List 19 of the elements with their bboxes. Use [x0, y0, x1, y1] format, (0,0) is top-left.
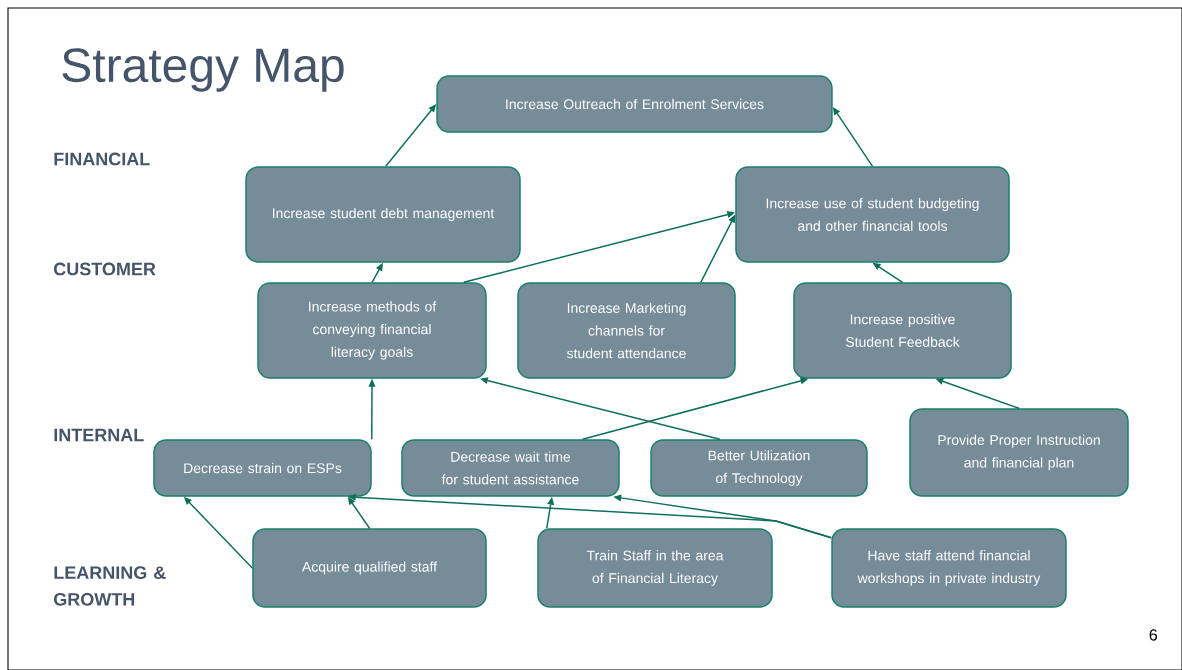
objective-box: Increase Marketing channels for student attendance — [517, 282, 736, 379]
level-label: CUSTOMER — [54, 262, 156, 276]
objective-box: Train Staff in the area of Financial Literacy — [537, 528, 773, 608]
objective-box: Decrease strain on ESPs — [153, 439, 372, 497]
objective-box: Provide Proper Instruction and financial plan — [909, 408, 1129, 497]
level-label: FINANCIAL — [54, 152, 150, 166]
objective-box: Have staff attend financial workshops in private industry — [831, 528, 1067, 608]
objective-box: Increase positive Student Feedback — [793, 282, 1012, 379]
objective-box: Acquire qualified staff — [252, 528, 487, 608]
level-label: LEARNING & GROWTH — [54, 566, 166, 606]
objective-box: Increase student debt management — [245, 166, 521, 263]
page-number: 6 — [1149, 629, 1158, 641]
objective-box: Increase use of student budgeting and other financial tools — [735, 166, 1010, 263]
objective-box: Better Utilization of Technology — [650, 439, 868, 497]
title: Strategy Map — [62, 48, 344, 92]
objective-box: Increase methods of conveying financial literacy goals — [257, 282, 487, 379]
objective-box: Decrease wait time for student assistance — [401, 439, 620, 497]
level-label: INTERNAL — [54, 428, 144, 442]
objective-box: Increase Outreach of Enrolment Services — [436, 75, 833, 133]
